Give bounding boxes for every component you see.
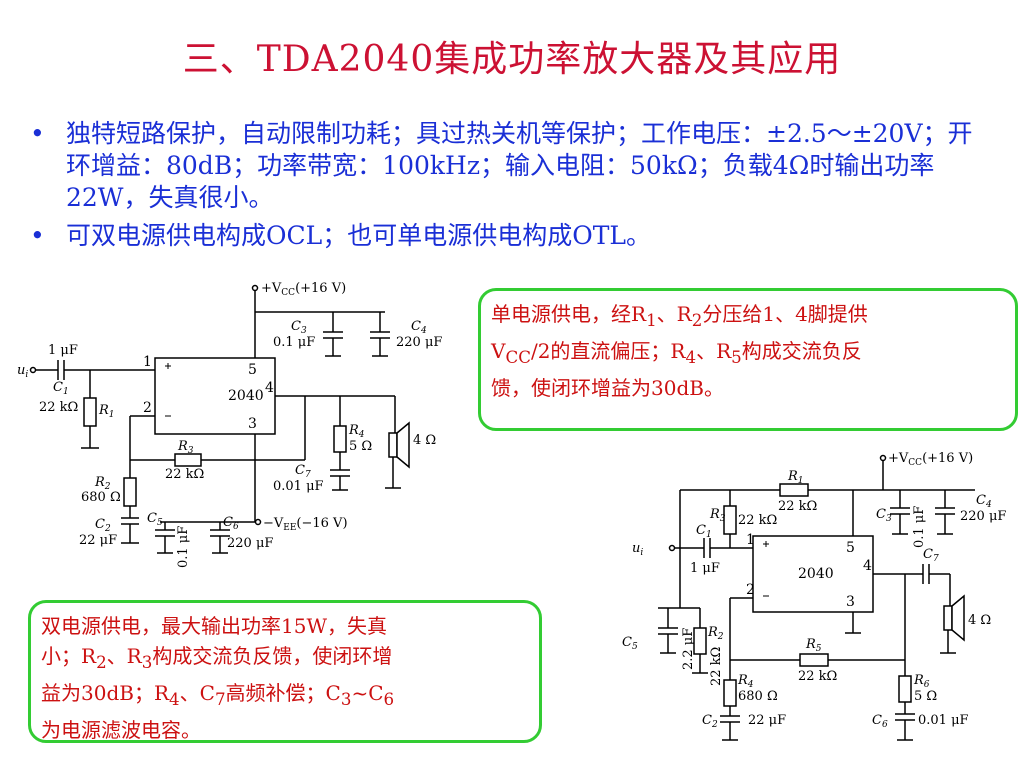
bullet-item: • 独特短路保护，自动限制功耗；具过热关机等保护；工作电压：±2.5～±20V；… <box>30 118 990 214</box>
ocl-vee-label: −VEE(−16 V) <box>263 516 348 533</box>
bullet-list: • 独特短路保护，自动限制功耗；具过热关机等保护；工作电压：±2.5～±20V；… <box>30 118 990 258</box>
bullet-item: • 可双电源供电构成OCL；也可单电源供电构成OTL。 <box>30 220 990 252</box>
otl-r5-label: R5 <box>805 637 822 654</box>
otl-r4-label: R4 <box>737 673 754 690</box>
ocl-c3-value: 0.1 μF <box>273 335 315 350</box>
otl-r4-value: 680 Ω <box>738 689 778 704</box>
ocl-c5-value: 0.1 μF <box>176 526 191 568</box>
ocl-r1-value: 22 kΩ <box>39 400 78 415</box>
otl-r6-value: 5 Ω <box>914 689 937 704</box>
otl-c4-value: 220 μF <box>960 509 1006 524</box>
ocl-schematic: 2040 1 2 3 4 5 +VCC(+16 V) −VEE(−16 V) u… <box>17 281 442 568</box>
ocl-pin-label: 3 <box>248 416 257 432</box>
otl-r1-value: 22 kΩ <box>778 499 817 514</box>
otl-r2-label: R2 <box>707 625 724 642</box>
otl-pin-label: 2 <box>746 582 755 598</box>
ocl-c2-label: C2 <box>95 517 111 534</box>
page-title: 三、TDA2040集成功率放大器及其应用 <box>182 39 842 80</box>
otl-r1-label: R1 <box>787 469 804 486</box>
ocl-pin-label: 5 <box>248 362 257 378</box>
ocl-c5-label: C5 <box>147 511 163 528</box>
ocl-r3-value: 22 kΩ <box>165 467 204 482</box>
callout-line: VCC/2的直流偏压；R4、R5构成交流负反 <box>491 339 862 367</box>
otl-schematic: 2040 1 2 3 4 5 +VCC(+16 V) R1 22 kΩ R3 2… <box>622 451 1006 741</box>
otl-c4-label: C4 <box>976 493 992 510</box>
otl-pin-label: 4 <box>863 558 872 574</box>
ocl-pin-label: 1 <box>143 354 152 370</box>
ocl-speaker-value: 4 Ω <box>413 433 436 448</box>
callout-line: 双电源供电，最大输出功率15W，失真 <box>41 614 388 638</box>
callout-line: 小；R2、R3构成交流负反馈，使闭环增 <box>41 644 393 672</box>
bullet-dot-icon: • <box>30 119 45 148</box>
otl-r5-value: 22 kΩ <box>798 669 837 684</box>
otl-c3-value: 0.1 μF <box>912 506 927 548</box>
ocl-r3-label: R3 <box>177 439 194 456</box>
ocl-c7-value: 0.01 μF <box>273 479 324 494</box>
otl-r6-label: R6 <box>913 673 930 690</box>
ocl-r1-label: R1 <box>98 403 115 420</box>
bullet-dot-icon: • <box>30 221 45 250</box>
otl-c6-value: 0.01 μF <box>918 713 969 728</box>
otl-r3-label: R3 <box>709 507 726 524</box>
ocl-c1-label: C1 <box>53 380 69 397</box>
otl-pin-label: 1 <box>746 532 755 548</box>
otl-r3-value: 22 kΩ <box>738 513 777 528</box>
ocl-ui-label: ui <box>17 363 28 380</box>
otl-c2-label: C2 <box>702 713 718 730</box>
callout-line: 益为30dB；R4、C7高频补偿；C3~C6 <box>41 681 395 709</box>
callout-line: 单电源供电，经R1、R2分压给1、4脚提供 <box>491 302 868 330</box>
otl-c6-label: C6 <box>872 713 888 730</box>
callout-single-supply: 单电源供电，经R1、R2分压给1、4脚提供 VCC/2的直流偏压；R4、R5构成… <box>478 288 1018 431</box>
ocl-c1-value: 1 μF <box>48 343 78 358</box>
ocl-pin-label: 4 <box>265 380 274 396</box>
ocl-c6-label: C6 <box>223 515 239 532</box>
bullet-text: 可双电源供电构成OCL；也可单电源供电构成OTL。 <box>66 221 651 250</box>
otl-c1-value: 1 μF <box>690 561 720 576</box>
otl-speaker-value: 4 Ω <box>968 613 991 628</box>
ocl-c4-value: 220 μF <box>396 335 442 350</box>
otl-c1-label: C1 <box>696 523 712 540</box>
ocl-r2-label: R2 <box>94 475 111 492</box>
ocl-c6-value: 220 μF <box>227 536 273 551</box>
ocl-r2-value: 680 Ω <box>81 490 121 505</box>
callout-line: 为电源滤波电容。 <box>41 718 201 742</box>
otl-c7-label: C7 <box>923 547 939 564</box>
otl-c5-value: 2.2 μF <box>681 628 696 670</box>
ocl-r4-label: R4 <box>348 423 365 440</box>
otl-ui-label: ui <box>632 541 643 558</box>
ocl-vcc-label: +VCC(+16 V) <box>261 281 346 298</box>
ocl-c7-label: C7 <box>295 463 311 480</box>
callout-line: 馈，使闭环增益为30dB。 <box>491 376 724 400</box>
otl-pin-label: 5 <box>846 540 855 556</box>
otl-r2-value: 22 kΩ <box>709 647 724 686</box>
otl-vcc-label: +VCC(+16 V) <box>888 451 973 468</box>
otl-chip-label: 2040 <box>798 566 834 582</box>
ocl-c2-value: 22 μF <box>79 533 117 548</box>
otl-pin-label: 3 <box>846 594 855 610</box>
ocl-c4-label: C4 <box>411 319 427 336</box>
otl-c5-label: C5 <box>622 635 638 652</box>
ocl-c3-label: C3 <box>291 319 307 336</box>
callout-dual-supply: 双电源供电，最大输出功率15W，失真 小；R2、R3构成交流负反馈，使闭环增 益… <box>28 600 542 743</box>
otl-c2-value: 22 μF <box>748 713 786 728</box>
ocl-chip-label: 2040 <box>228 388 264 404</box>
ocl-pin-label: 2 <box>143 400 152 416</box>
bullet-text: 独特短路保护，自动限制功耗；具过热关机等保护；工作电压：±2.5～±20V；开环… <box>66 119 973 212</box>
ocl-r4-value: 5 Ω <box>349 439 372 454</box>
otl-c3-label: C3 <box>876 507 892 524</box>
